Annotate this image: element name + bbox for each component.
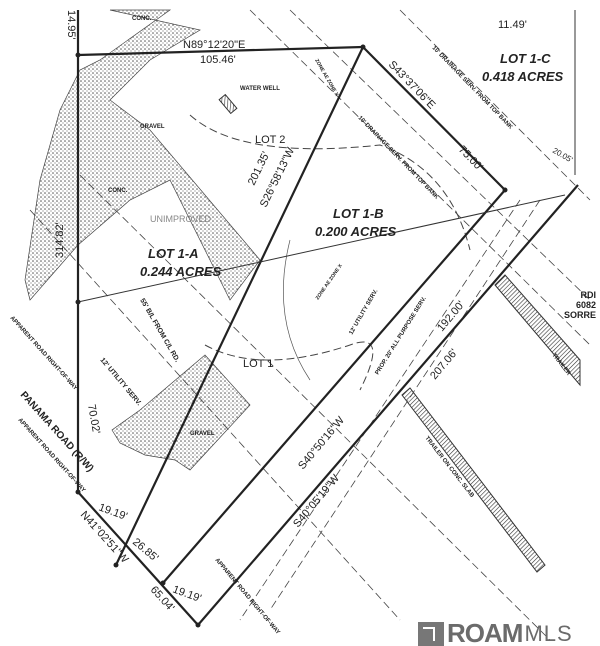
lot-1a-area: 0.244 ACRES [140, 264, 221, 279]
water-well-label: WATER WELL [240, 86, 280, 92]
roam-mls-watermark: ROAM MLS [418, 618, 573, 646]
old-lot-line-lower [204, 341, 374, 391]
ne-boundary [362, 46, 506, 191]
ne-distance: 75.00' [456, 144, 485, 174]
sw-distance: 65.04' [148, 584, 177, 614]
trailer-slab [401, 387, 546, 573]
adjacent-label: RDI 6082 SORRE [563, 290, 596, 320]
outer-se-boundary [197, 184, 579, 626]
zone-note-2: ZONE AE ZONE X [315, 263, 344, 301]
drainage-note-2: 10' DRAINAGE SERV. FROM TOP BANK [357, 115, 440, 201]
outer-se-bearing: S40°05'19"W [291, 472, 342, 530]
north-distance: 105.46' [200, 54, 236, 66]
ne-bearing: S43°37'06"E [386, 59, 438, 112]
gravel-label: GRAVEL [140, 124, 165, 130]
segment-2: 26.85' [130, 536, 160, 564]
gravel-area [24, 9, 261, 301]
unimproved-label: UNIMPROVED [150, 214, 212, 224]
gravel-area-lower [111, 354, 251, 471]
old-lot-2-label: LOT 2 [255, 134, 285, 146]
water-well-icon [218, 93, 238, 115]
watermark-suffix: MLS [524, 620, 573, 646]
utility-note: 12' UTILITY SERV. [349, 288, 380, 336]
apparent-row-note: APPARENT ROAD RIGHT-OF-WAY [9, 315, 79, 391]
lot-1b-area: 0.200 ACRES [315, 224, 396, 239]
north-bearing: N89°12'20"E [183, 39, 245, 51]
west-top-distance: 14.95' [65, 10, 77, 40]
gravel-label-lower: GRAVEL [190, 431, 215, 437]
roam-logo-icon [418, 621, 444, 646]
old-lot-1-label: LOT 1 [243, 358, 273, 370]
utility-note-2: 12' UTILITY SERV. [98, 357, 142, 407]
lot-1c-name: LOT 1-C [500, 51, 551, 66]
inner-se-boundary [162, 189, 506, 584]
west-bottom-distance: 70.02' [85, 403, 102, 434]
watermark-brand: ROAM [447, 618, 523, 646]
conc-label: CONC. [132, 16, 152, 22]
west-distance: 314.82' [54, 222, 66, 258]
lot-1b-name: LOT 1-B [333, 206, 384, 221]
right-small-distance: 20.05' [551, 146, 575, 165]
north-boundary [77, 45, 364, 57]
trailer [494, 274, 581, 387]
lot-divider [115, 46, 364, 566]
lot-1a-name: LOT 1-A [148, 246, 199, 261]
top-right-distance: 11.49' [498, 19, 527, 31]
lot-1c-area: 0.418 ACRES [482, 69, 563, 84]
zone-note: ZONE AE ZONE X [313, 58, 340, 98]
old-lot-line [189, 114, 471, 251]
sw-boundary [77, 491, 199, 626]
inner-se-distance: 192.00' [435, 299, 467, 334]
conc-label-2: CONC. [108, 188, 128, 194]
